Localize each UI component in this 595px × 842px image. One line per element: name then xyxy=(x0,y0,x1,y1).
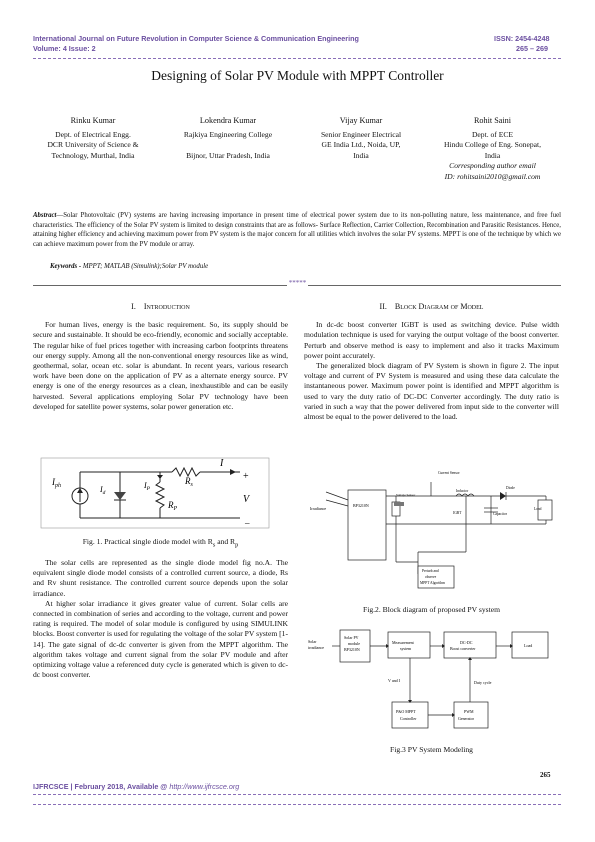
intro-paragraph-1: For human lives, energy is the basic req… xyxy=(33,320,288,411)
fig2-block-diagram: Current Sensor Inductor Diode Irradiance… xyxy=(310,471,553,589)
keywords-label: Keywords - xyxy=(50,263,82,270)
right-column: II. Block Diagram of Model In dc-dc boos… xyxy=(304,302,559,422)
block-paragraph-1: In dc-dc boost converter IGBT is used as… xyxy=(304,320,559,360)
label-capacitor: Capacitor xyxy=(493,512,508,516)
left-column-2: The solar cells are represented as the s… xyxy=(33,558,288,680)
abstract: Abstract—Solar Photovoltaic (PV) systems… xyxy=(33,211,561,250)
author-affil: Hindu College of Eng. Sonepat, xyxy=(443,140,542,150)
label-solar: Solar xyxy=(308,639,317,644)
paper-title: Designing of Solar PV Module with MPPT C… xyxy=(151,68,444,83)
label-pando-1: P&O MPPT xyxy=(396,709,416,714)
label-mppt-2: observe xyxy=(425,575,437,579)
section-heading: II. Block Diagram of Model xyxy=(379,302,484,311)
label-measurement: Measurement xyxy=(392,640,415,645)
label-load: Load xyxy=(534,507,542,511)
label-ip: IP xyxy=(143,481,151,492)
label-pando-2: Controller xyxy=(400,716,417,721)
author-affil: Senior Engineer Electrical xyxy=(320,129,402,139)
abstract-text: —Solar Photovoltaic (PV) systems are hav… xyxy=(33,212,561,249)
journal-name: International Journal on Future Revoluti… xyxy=(33,34,359,43)
author-affil: India xyxy=(353,150,369,160)
label-voltage-sensor: Voltage Sensor xyxy=(396,493,416,497)
author-name: Rinku Kumar xyxy=(70,116,116,125)
label-boost: Boost converter xyxy=(450,646,476,651)
block-paragraph-2: The generalized block diagram of PV Syst… xyxy=(304,361,559,422)
label-i: I xyxy=(219,458,224,469)
label-igbt: IGBT xyxy=(453,511,462,515)
label-pwm-1: PWM xyxy=(464,709,474,714)
label-minus: – xyxy=(244,518,250,528)
fig1-caption: Fig. 1. Practical single diode model wit… xyxy=(82,537,239,549)
diode-shape xyxy=(114,492,126,500)
author-affil: Dept. of Electrical Engg. xyxy=(55,129,131,139)
intro-paragraph-3: At higher solar irradiance it gives grea… xyxy=(33,598,288,680)
label-system: system xyxy=(400,646,412,651)
label-plus: + xyxy=(243,471,249,482)
label-mppt-3: MPPT Algorithm xyxy=(420,581,445,585)
label-module: BP3210N xyxy=(353,503,369,508)
issn: ISSN: 2454-4248 xyxy=(494,34,550,43)
page-number: 265 xyxy=(540,771,551,779)
author-name: Vijay Kumar xyxy=(339,116,383,125)
author-affil: Dept. of ECE xyxy=(471,129,514,139)
label-v-and-i: V and I xyxy=(388,678,401,683)
author-affil: Rajkiya Engineering College xyxy=(183,129,273,139)
left-column: I. Introduction For human lives, energy … xyxy=(33,302,288,412)
footer-rule-2 xyxy=(33,804,561,805)
author-4: Rohit Saini Dept. of ECE Hindu College o… xyxy=(420,116,565,183)
label-v: V xyxy=(243,494,251,505)
label-id: Id xyxy=(99,485,106,496)
footer-rule xyxy=(33,794,561,795)
author-affil: Bijnor, Uttar Pradesh, India xyxy=(186,150,270,160)
label-irradiance: Irradiance xyxy=(310,506,326,511)
author-1: Rinku Kumar Dept. of Electrical Engg. DC… xyxy=(28,116,158,161)
footer: IJFRCSCE | February 2018, Available @ ht… xyxy=(33,782,240,791)
author-affil: Technology, Murthal, India xyxy=(51,150,135,160)
label-mppt-1: Perturb and xyxy=(422,569,439,573)
label-pv-module-1: Solar PV xyxy=(344,635,359,640)
journal-link[interactable]: http://www.ijfrcsce.org xyxy=(169,782,240,791)
header-rule xyxy=(33,58,561,59)
volume-issue: Volume: 4 Issue: 2 xyxy=(33,44,96,53)
author-name: Lokendra Kumar xyxy=(199,116,257,125)
abstract-label: Abstract xyxy=(33,212,57,219)
label-load: Load xyxy=(524,643,532,648)
label-pv-module-3: BP3210N xyxy=(344,647,360,652)
label-inductor: Inductor xyxy=(456,489,469,493)
label-irradiance: irradiance xyxy=(308,645,324,650)
label-rp: RP xyxy=(167,500,178,512)
label-pv-module-2: module xyxy=(348,641,360,646)
label-diode: Diode xyxy=(506,486,515,490)
label-current-sensor: Current Sensor xyxy=(438,471,460,475)
author-affil: GE India Ltd., Noida, UP, xyxy=(321,140,401,150)
label-pwm-2: Generator xyxy=(458,716,475,721)
label-duty-cycle: Duty cycle xyxy=(474,680,492,685)
label-rs: Rs xyxy=(184,476,194,488)
fig3-caption: Fig.3 PV System Modeling xyxy=(390,745,473,754)
author-2: Lokendra Kumar Rajkiya Engineering Colle… xyxy=(163,116,293,161)
section-heading: I. Introduction xyxy=(131,302,190,311)
keywords-text: MPPT; MATLAB (Simulink);Solar PV module xyxy=(81,263,209,270)
fig3-system-model: Solar irradiance Solar PV module BP3210N… xyxy=(308,629,549,729)
label-dcdc: DC-DC xyxy=(460,640,473,645)
author-affil: DCR University of Science & xyxy=(47,140,139,150)
intro-paragraph-2: The solar cells are represented as the s… xyxy=(33,558,288,598)
author-3: Vijay Kumar Senior Engineer Electrical G… xyxy=(296,116,426,161)
label-iph: Iph xyxy=(51,477,61,489)
page-range: 265 – 269 xyxy=(516,44,548,53)
author-email: ID: rohitsaini2010@gmail.com xyxy=(444,171,541,181)
author-email-label: Corresponding author email xyxy=(449,161,536,171)
author-affil: India xyxy=(484,150,501,160)
fig2-caption: Fig.2. Block diagram of proposed PV syst… xyxy=(363,605,500,614)
separator-stars: ***** xyxy=(286,279,309,287)
keywords: Keywords - MPPT; MATLAB (Simulink);Solar… xyxy=(50,263,208,270)
author-name: Rohit Saini xyxy=(473,116,512,125)
fig1-circuit: Iph Id IP RP Rs I + V – xyxy=(40,457,270,529)
